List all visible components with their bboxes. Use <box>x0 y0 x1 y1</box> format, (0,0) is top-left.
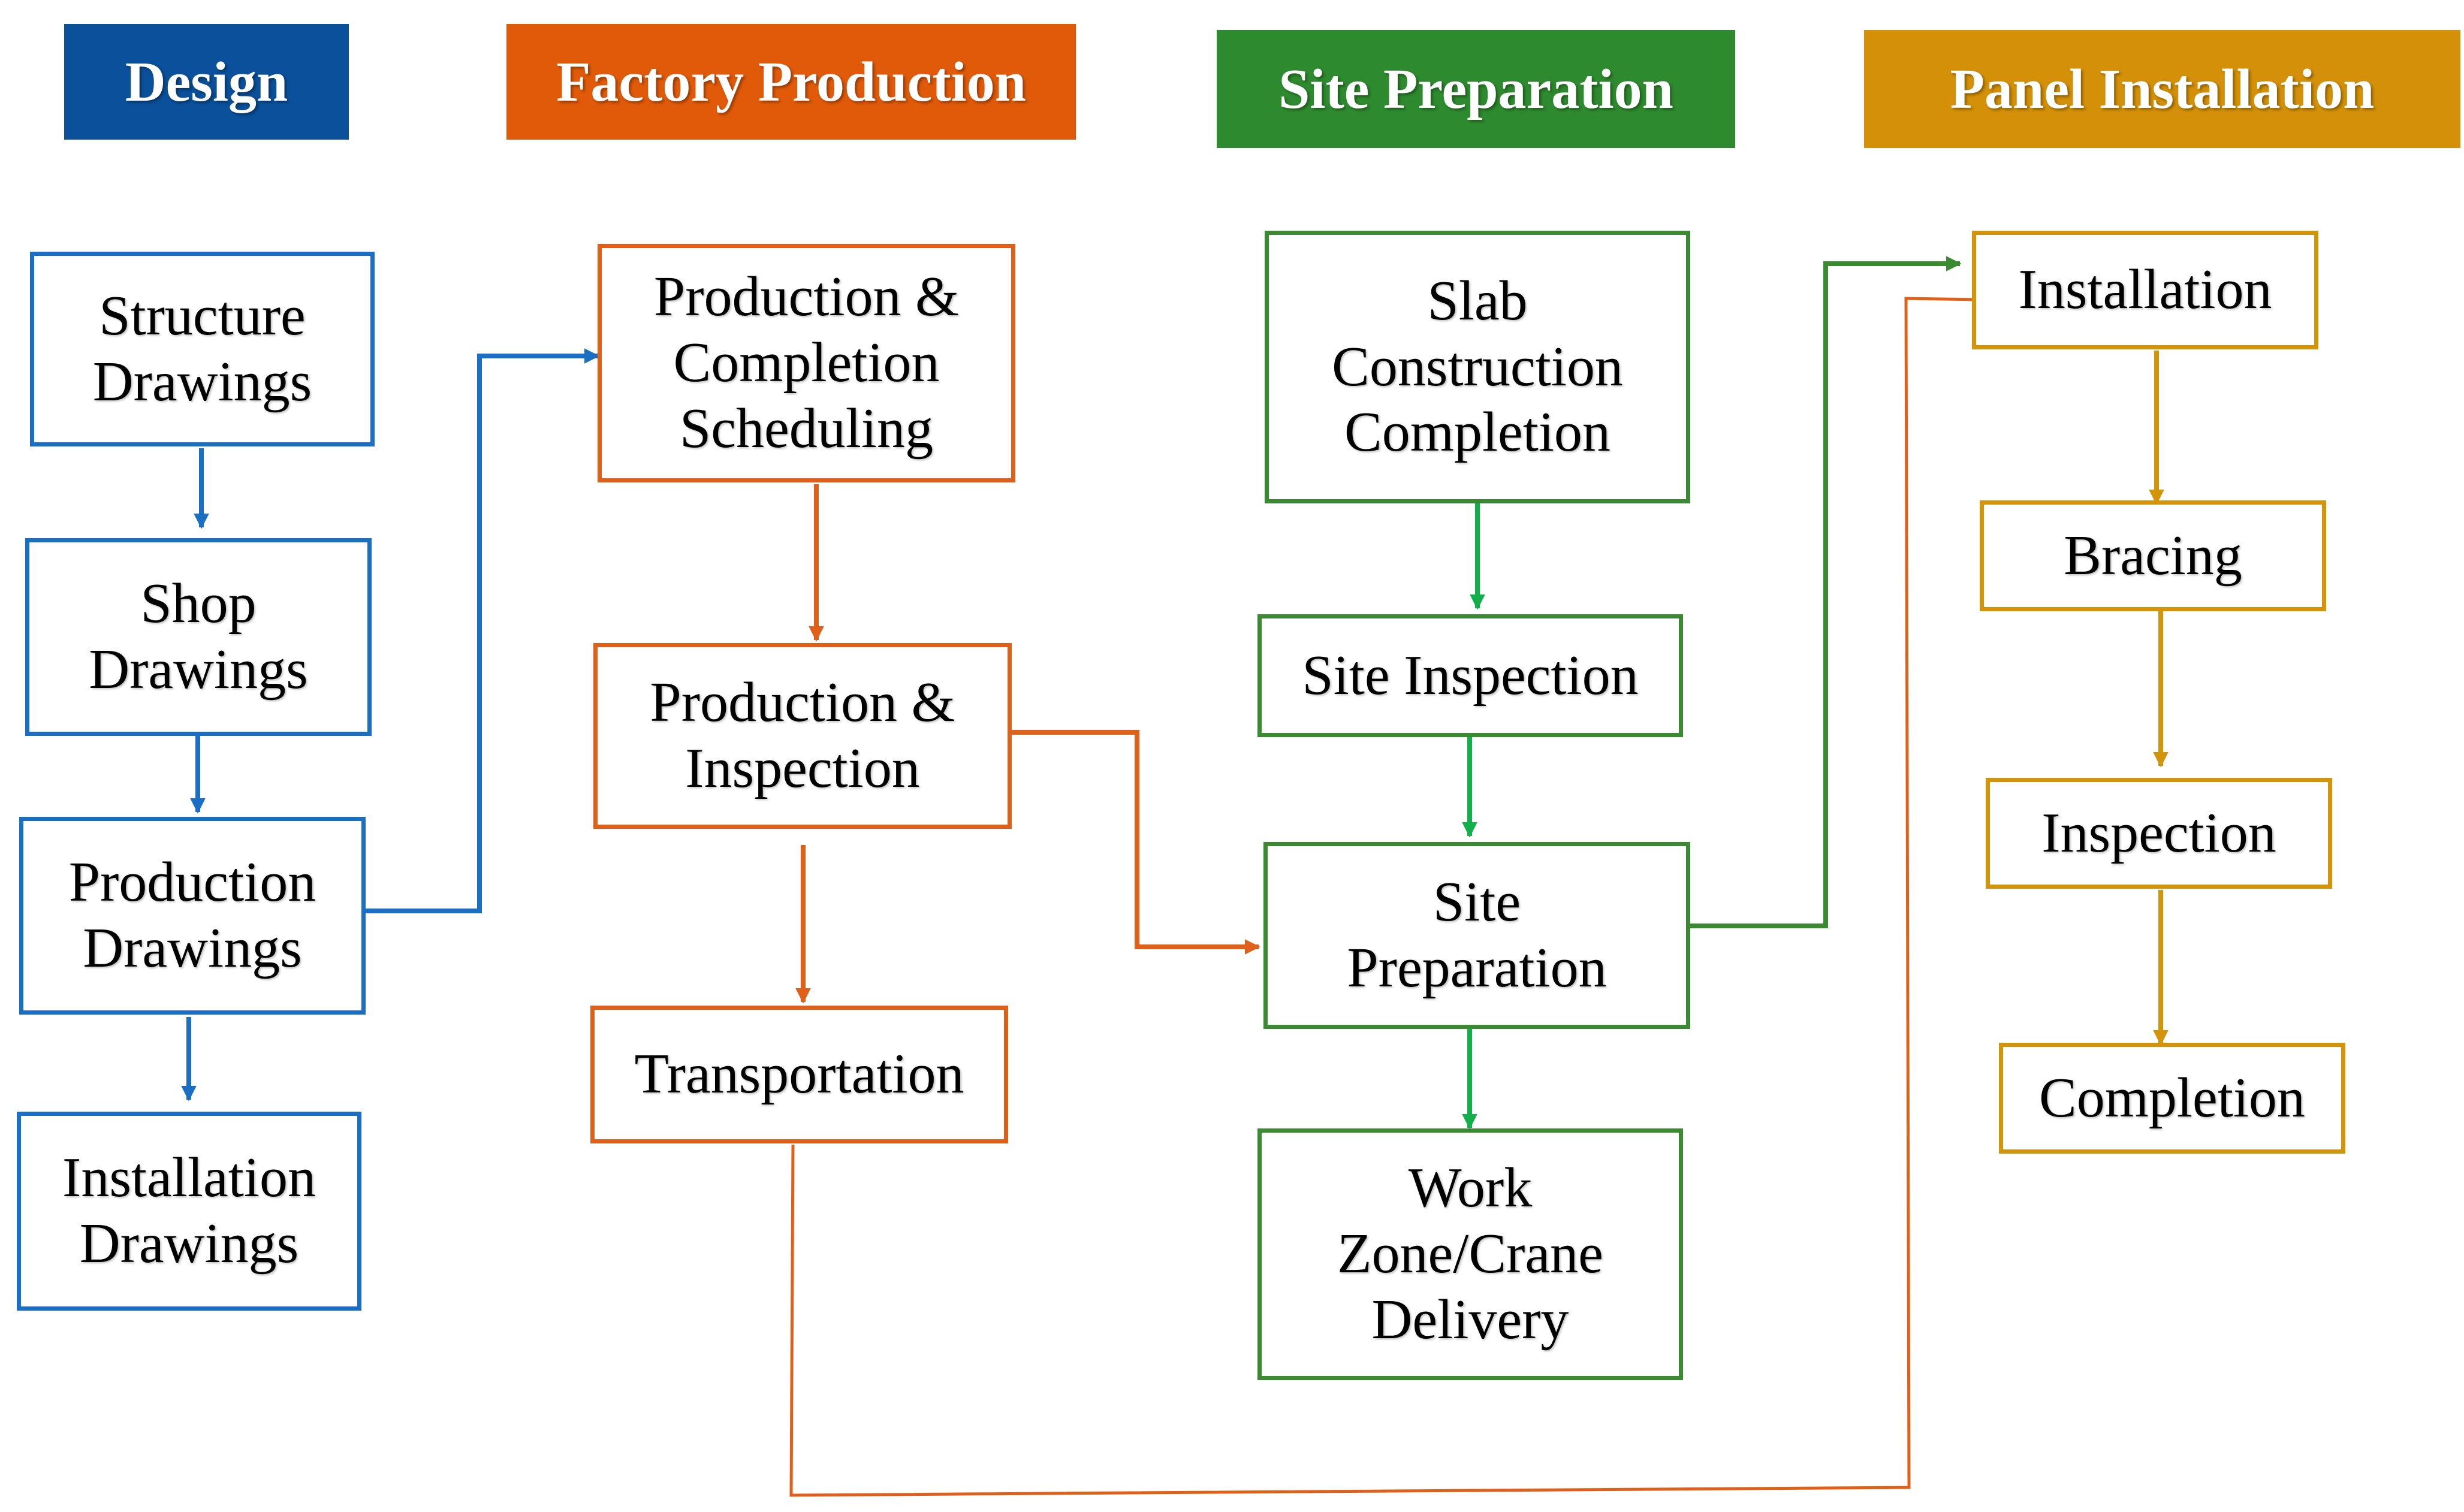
node-transportation-label: Transportation <box>634 1043 964 1106</box>
node-structure-drawings-label: Structure Drawings <box>92 284 312 413</box>
arrow-production-drawings-to-scheduling <box>363 348 600 913</box>
node-completion-label: Completion <box>2039 1066 2305 1129</box>
node-production-completion-scheduling: Production & Completion Scheduling <box>598 244 1015 482</box>
arrow-transportation-to-installation <box>789 294 1982 1497</box>
header-site-preparation: Site Preparation <box>1217 30 1735 148</box>
header-factory-production: Factory Production <box>506 24 1076 140</box>
node-work-zone-crane-delivery-label: Work Zone/Crane Delivery <box>1337 1157 1603 1351</box>
header-panel-installation-label: Panel Installation <box>1950 58 2375 120</box>
node-slab-construction-completion-label: Slab Construction Completion <box>1332 269 1623 464</box>
arrow-factory-inspection-to-site-preparation <box>1012 730 1260 955</box>
node-slab-construction-completion: Slab Construction Completion <box>1265 231 1690 503</box>
header-factory-production-label: Factory Production <box>556 50 1027 113</box>
node-completion: Completion <box>1999 1043 2345 1154</box>
node-production-completion-scheduling-label: Production & Completion Scheduling <box>653 265 960 460</box>
node-production-inspection-label: Production & Inspection <box>650 671 955 799</box>
node-structure-drawings: Structure Drawings <box>30 252 375 446</box>
node-panel-inspection-label: Inspection <box>2041 801 2276 864</box>
node-site-preparation: Site Preparation <box>1263 842 1690 1029</box>
node-installation-drawings: Installation Drawings <box>17 1112 361 1311</box>
header-panel-installation: Panel Installation <box>1864 30 2460 148</box>
node-transportation: Transportation <box>590 1006 1008 1143</box>
node-production-drawings-label: Production Drawings <box>68 851 316 979</box>
node-site-inspection: Site Inspection <box>1257 614 1683 737</box>
node-bracing: Bracing <box>1980 500 2326 611</box>
node-shop-drawings: Shop Drawings <box>25 538 372 736</box>
node-bracing-label: Bracing <box>2064 524 2242 587</box>
node-panel-inspection: Inspection <box>1986 778 2332 889</box>
node-site-inspection-label: Site Inspection <box>1302 644 1639 707</box>
node-production-inspection: Production & Inspection <box>593 643 1012 829</box>
header-site-preparation-label: Site Preparation <box>1278 58 1673 120</box>
node-work-zone-crane-delivery: Work Zone/Crane Delivery <box>1257 1128 1683 1380</box>
node-site-preparation-label: Site Preparation <box>1347 871 1607 999</box>
header-design: Design <box>64 24 349 140</box>
node-installation-label: Installation <box>2018 258 2272 321</box>
arrow-site-preparation-to-installation <box>1690 256 1962 928</box>
node-production-drawings: Production Drawings <box>19 817 366 1015</box>
node-installation-drawings-label: Installation Drawings <box>62 1146 316 1275</box>
node-shop-drawings-label: Shop Drawings <box>89 572 308 701</box>
header-design-label: Design <box>125 50 288 113</box>
node-installation: Installation <box>1972 231 2318 349</box>
